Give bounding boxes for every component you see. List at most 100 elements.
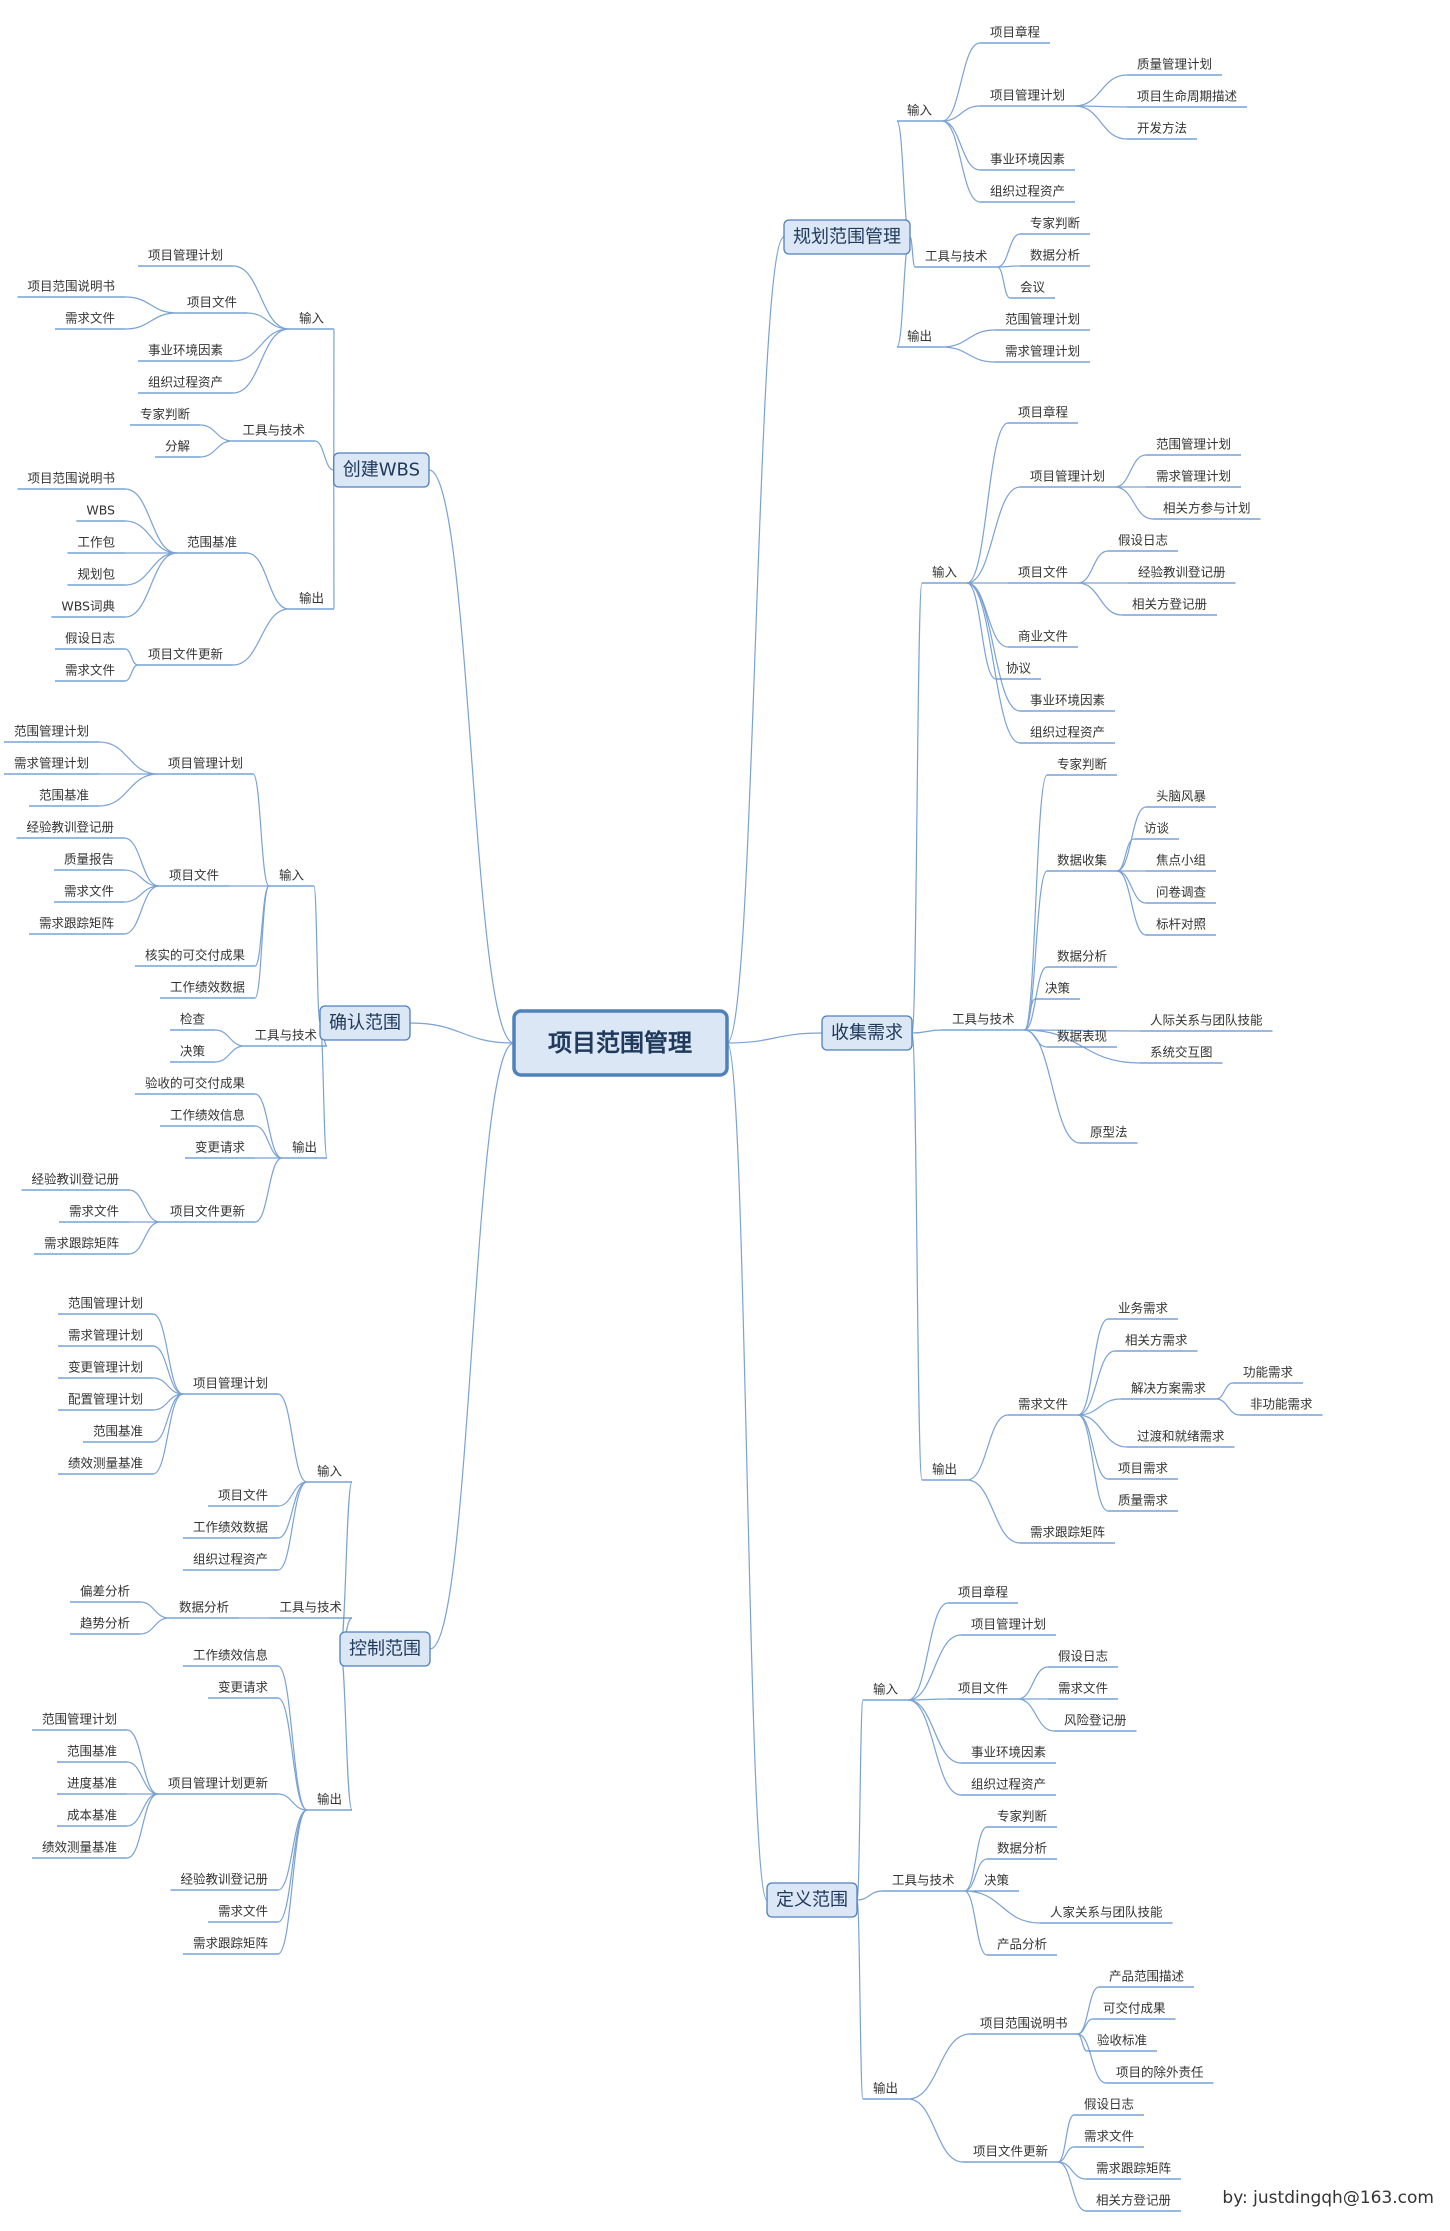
node-3-2-1-0[interactable]: 假设日志 bbox=[54, 631, 125, 650]
node-1-1-1-0[interactable]: 头脑风暴 bbox=[1146, 789, 1217, 808]
node-3-1[interactable]: 工具与技术 bbox=[232, 423, 315, 442]
node-0-0-1-0[interactable]: 质量管理计划 bbox=[1127, 57, 1223, 76]
node-1-0-5[interactable]: 事业环境因素 bbox=[1020, 693, 1116, 712]
node-3-2[interactable]: 输出 bbox=[288, 591, 334, 610]
node-5-1-0[interactable]: 数据分析 bbox=[168, 1600, 239, 1619]
node-1-1-3[interactable]: 决策 bbox=[1035, 981, 1081, 1000]
node-2-2[interactable]: 输出 bbox=[863, 2081, 909, 2100]
node-4-2-3-2[interactable]: 需求跟踪矩阵 bbox=[33, 1236, 129, 1255]
node-4-2-0[interactable]: 验收的可交付成果 bbox=[134, 1076, 255, 1095]
node-0-0[interactable]: 输入 bbox=[897, 103, 943, 122]
node-4-0-2[interactable]: 核实的可交付成果 bbox=[134, 948, 255, 967]
node-5-2-2-3[interactable]: 成本基准 bbox=[56, 1808, 127, 1827]
node-5-1-0-1[interactable]: 趋势分析 bbox=[69, 1616, 140, 1635]
node-3-0-1-1[interactable]: 需求文件 bbox=[54, 311, 125, 330]
node-4-2-2[interactable]: 变更请求 bbox=[184, 1140, 255, 1159]
node-1-1-4[interactable]: 数据表现 bbox=[1047, 1029, 1118, 1048]
node-0-1-2[interactable]: 会议 bbox=[1010, 280, 1056, 299]
node-1-0-2-1[interactable]: 经验教训登记册 bbox=[1128, 565, 1236, 584]
node-1-0-3[interactable]: 商业文件 bbox=[1008, 629, 1079, 648]
node-3-0[interactable]: 输入 bbox=[288, 311, 334, 330]
node-1-0-1-0[interactable]: 范围管理计划 bbox=[1146, 437, 1242, 456]
node-1-2-0-1[interactable]: 相关方需求 bbox=[1115, 1333, 1198, 1352]
node-1-1-1[interactable]: 数据收集 bbox=[1047, 853, 1118, 872]
node-2-2-0-2[interactable]: 验收标准 bbox=[1087, 2033, 1158, 2052]
node-5-0-2[interactable]: 工作绩效数据 bbox=[182, 1520, 278, 1539]
node-5-2-1[interactable]: 变更请求 bbox=[207, 1680, 278, 1699]
node-0-0-1-1[interactable]: 项目生命周期描述 bbox=[1127, 89, 1248, 108]
node-3-0-1[interactable]: 项目文件 bbox=[176, 295, 247, 314]
node-0-1[interactable]: 工具与技术 bbox=[915, 249, 998, 268]
node-1-0-2-0[interactable]: 假设日志 bbox=[1108, 533, 1179, 552]
node-1-0-1[interactable]: 项目管理计划 bbox=[1020, 469, 1116, 488]
node-1-1-1-1[interactable]: 访谈 bbox=[1134, 821, 1180, 840]
node-3-0-0[interactable]: 项目管理计划 bbox=[137, 248, 233, 267]
node-3-1-0[interactable]: 专家判断 bbox=[129, 407, 200, 426]
node-4-0-1-2[interactable]: 需求文件 bbox=[53, 884, 124, 903]
node-4-0-0[interactable]: 项目管理计划 bbox=[157, 756, 253, 775]
node-4-0[interactable]: 输入 bbox=[268, 868, 314, 887]
node-1-2-0-4[interactable]: 项目需求 bbox=[1108, 1461, 1179, 1480]
node-0-2[interactable]: 输出 bbox=[897, 329, 943, 348]
node-4[interactable]: 确认范围 bbox=[319, 1005, 411, 1041]
node-4-1[interactable]: 工具与技术 bbox=[244, 1028, 327, 1047]
node-2-2-1[interactable]: 项目文件更新 bbox=[963, 2144, 1059, 2163]
node-4-0-3[interactable]: 工作绩效数据 bbox=[159, 980, 255, 999]
node-0-1-0[interactable]: 专家判断 bbox=[1020, 216, 1091, 235]
node-4-0-1-0[interactable]: 经验教训登记册 bbox=[16, 820, 124, 839]
node-3-2-0-2[interactable]: 工作包 bbox=[67, 535, 125, 554]
node-2[interactable]: 定义范围 bbox=[766, 1882, 858, 1918]
node-2-1[interactable]: 工具与技术 bbox=[882, 1873, 965, 1892]
node-2-0[interactable]: 输入 bbox=[863, 1682, 909, 1701]
node-5-2[interactable]: 输出 bbox=[306, 1792, 352, 1811]
node-5-0-1[interactable]: 项目文件 bbox=[207, 1488, 278, 1507]
node-1-0[interactable]: 输入 bbox=[922, 565, 968, 584]
node-1-1-6[interactable]: 系统交互图 bbox=[1140, 1045, 1223, 1064]
node-4-2-3-0[interactable]: 经验教训登记册 bbox=[21, 1172, 129, 1191]
node-1-1-1-2[interactable]: 焦点小组 bbox=[1146, 853, 1217, 872]
node-2-0-1[interactable]: 项目管理计划 bbox=[961, 1617, 1057, 1636]
node-2-1-2[interactable]: 决策 bbox=[974, 1873, 1020, 1892]
node-3-0-3[interactable]: 组织过程资产 bbox=[137, 375, 233, 394]
node-1-2-0[interactable]: 需求文件 bbox=[1008, 1397, 1079, 1416]
node-2-1-1[interactable]: 数据分析 bbox=[987, 1841, 1058, 1860]
node-1-2-0-5[interactable]: 质量需求 bbox=[1108, 1493, 1179, 1512]
node-5-0-0-2[interactable]: 变更管理计划 bbox=[57, 1360, 153, 1379]
node-2-2-0-3[interactable]: 项目的除外责任 bbox=[1106, 2065, 1214, 2084]
node-4-2-3-1[interactable]: 需求文件 bbox=[58, 1204, 129, 1223]
node-0-2-0[interactable]: 范围管理计划 bbox=[995, 312, 1091, 331]
node-5-0[interactable]: 输入 bbox=[306, 1464, 352, 1483]
node-0-1-1[interactable]: 数据分析 bbox=[1020, 248, 1091, 267]
node-1-2-0-2[interactable]: 解决方案需求 bbox=[1121, 1381, 1217, 1400]
node-3-2-1-1[interactable]: 需求文件 bbox=[54, 663, 125, 682]
node-3-0-1-0[interactable]: 项目范围说明书 bbox=[17, 279, 125, 298]
node-0-2-1[interactable]: 需求管理计划 bbox=[995, 344, 1091, 363]
root-node[interactable]: 项目范围管理 bbox=[512, 1009, 729, 1077]
node-5-0-0-3[interactable]: 配置管理计划 bbox=[57, 1392, 153, 1411]
node-1-2-0-3[interactable]: 过渡和就绪需求 bbox=[1127, 1429, 1235, 1448]
node-1-1-0[interactable]: 专家判断 bbox=[1047, 757, 1118, 776]
node-1-2-1[interactable]: 需求跟踪矩阵 bbox=[1020, 1525, 1116, 1544]
node-2-0-2[interactable]: 项目文件 bbox=[948, 1681, 1019, 1700]
node-2-0-0[interactable]: 项目章程 bbox=[948, 1585, 1019, 1604]
node-1-0-2[interactable]: 项目文件 bbox=[1008, 565, 1079, 584]
node-5[interactable]: 控制范围 bbox=[339, 1631, 431, 1667]
node-5-1[interactable]: 工具与技术 bbox=[269, 1600, 352, 1619]
node-1-1-7[interactable]: 原型法 bbox=[1080, 1125, 1138, 1144]
node-3-2-0-4[interactable]: WBS词典 bbox=[51, 599, 125, 618]
node-4-2-1[interactable]: 工作绩效信息 bbox=[159, 1108, 255, 1127]
node-2-0-2-2[interactable]: 风险登记册 bbox=[1054, 1713, 1137, 1732]
node-2-2-0-0[interactable]: 产品范围描述 bbox=[1099, 1969, 1195, 1988]
node-5-0-0-5[interactable]: 绩效测量基准 bbox=[57, 1456, 153, 1475]
node-4-1-1[interactable]: 决策 bbox=[169, 1044, 215, 1063]
node-1-0-4[interactable]: 协议 bbox=[996, 661, 1042, 680]
node-3-2-0[interactable]: 范围基准 bbox=[176, 535, 247, 554]
node-5-0-0[interactable]: 项目管理计划 bbox=[182, 1376, 278, 1395]
node-0[interactable]: 规划范围管理 bbox=[783, 219, 911, 255]
node-0-0-3[interactable]: 组织过程资产 bbox=[980, 184, 1076, 203]
node-5-2-2-1[interactable]: 范围基准 bbox=[56, 1744, 127, 1763]
node-1-2-0-0[interactable]: 业务需求 bbox=[1108, 1301, 1179, 1320]
node-2-0-2-1[interactable]: 需求文件 bbox=[1048, 1681, 1119, 1700]
node-1-0-2-2[interactable]: 相关方登记册 bbox=[1122, 597, 1218, 616]
node-1-1-2[interactable]: 数据分析 bbox=[1047, 949, 1118, 968]
